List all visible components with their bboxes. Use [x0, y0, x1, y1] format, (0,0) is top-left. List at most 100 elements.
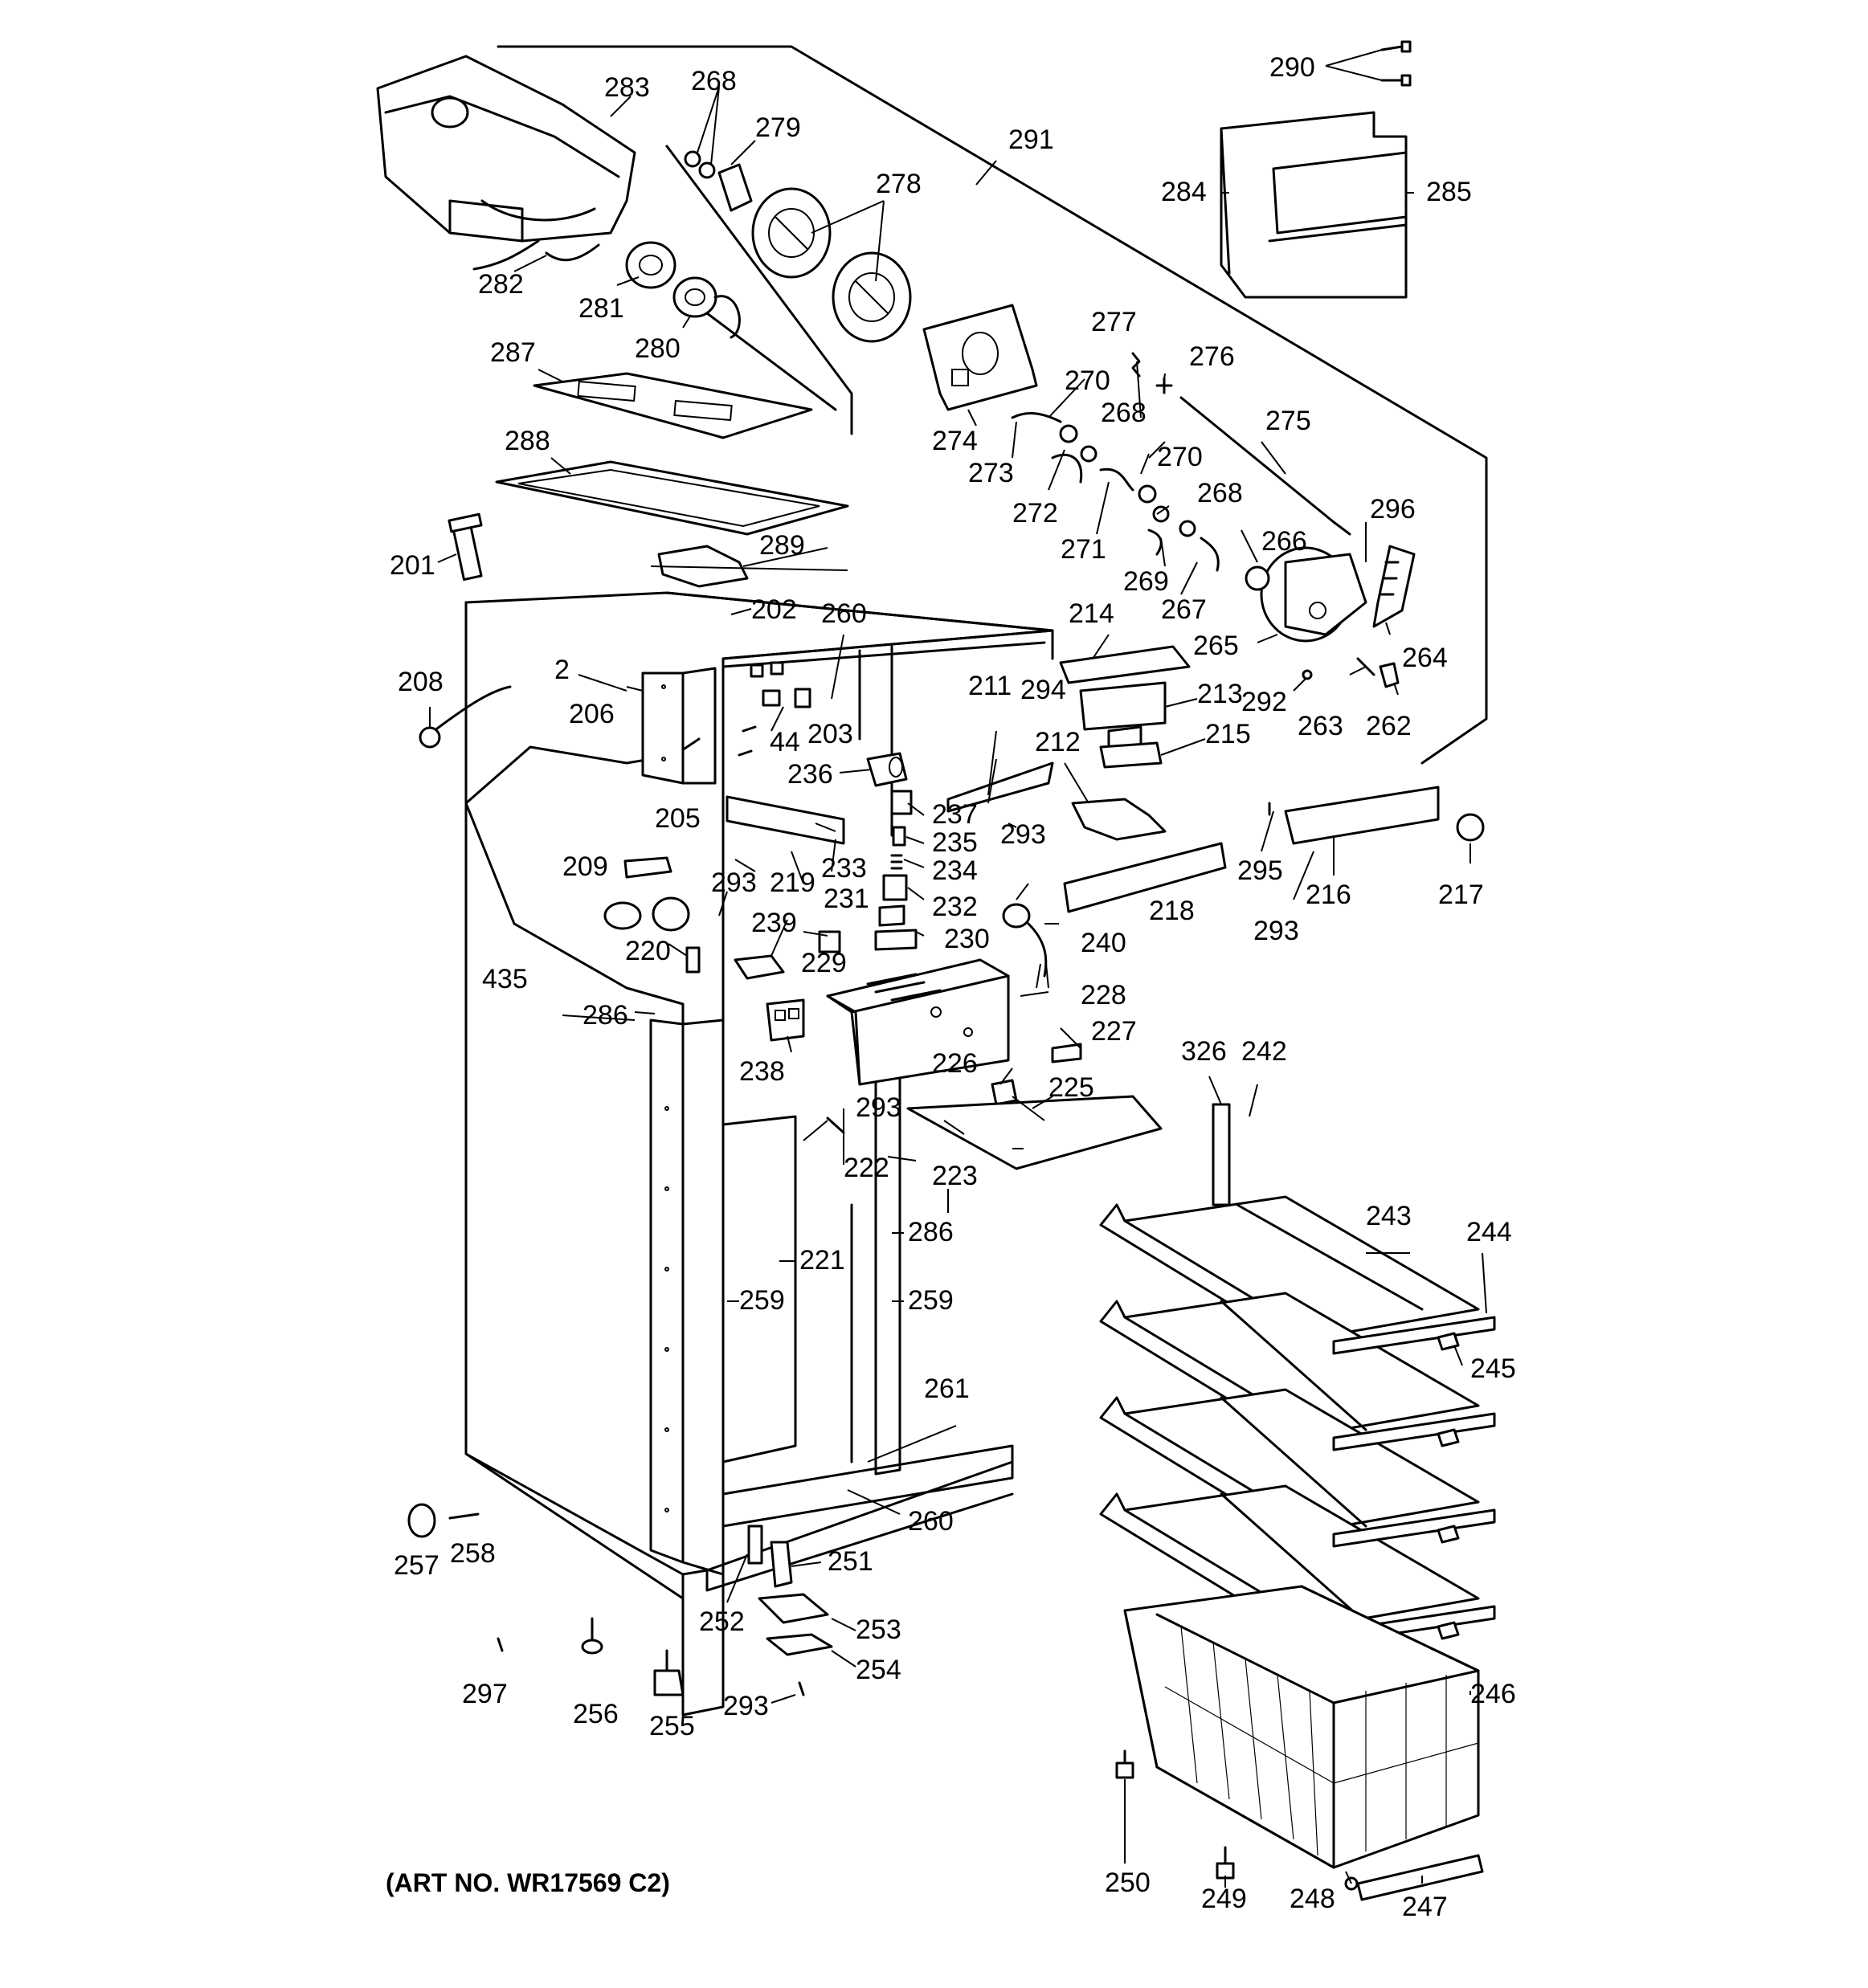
linkage-parts: [1011, 412, 1220, 572]
part-label-233: 233: [821, 853, 867, 884]
auger-motor: [1245, 546, 1367, 643]
part-label-259: 259: [739, 1285, 785, 1316]
part-label-208: 208: [398, 667, 443, 697]
clips-44: [738, 688, 811, 757]
part-label-239: 239: [751, 908, 797, 938]
part-label-264: 264: [1402, 643, 1448, 673]
part-label-223: 223: [932, 1161, 978, 1191]
part-label-267: 267: [1161, 594, 1207, 625]
motor-plate: [922, 304, 1038, 411]
bail-wire: [545, 243, 600, 262]
part-label-225: 225: [1048, 1072, 1094, 1103]
part-label-260: 260: [908, 1506, 954, 1537]
part-label-289: 289: [759, 530, 805, 561]
part-label-215: 215: [1205, 719, 1251, 749]
part-label-229: 229: [801, 948, 847, 978]
part-label-283: 283: [604, 72, 650, 103]
part-label-279: 279: [755, 112, 801, 143]
screw-201: [448, 512, 483, 582]
trim-parts: [1063, 786, 1485, 913]
part-label-275: 275: [1265, 406, 1311, 436]
part-label-266: 266: [1261, 526, 1307, 557]
leader-lines: [429, 49, 1487, 1888]
screws-290: [1380, 40, 1412, 87]
wire-208: [419, 685, 512, 749]
part-label-230: 230: [944, 924, 990, 954]
part-label-262: 262: [1366, 711, 1412, 741]
part-label-237: 237: [932, 799, 978, 830]
bracket-205: [726, 795, 845, 845]
bottom-parts: [407, 1503, 833, 1696]
part-label-435: 435: [482, 964, 528, 994]
part-label-211: 211: [968, 671, 1012, 701]
part-label-218: 218: [1149, 896, 1195, 926]
part-label-280: 280: [635, 333, 681, 364]
part-label-243: 243: [1366, 1201, 1412, 1231]
part-label-227: 227: [1091, 1016, 1137, 1047]
part-label-251: 251: [828, 1546, 873, 1577]
part-label-265: 265: [1193, 631, 1239, 661]
wire-harness-240: [1002, 903, 1049, 989]
bracket-264: [1372, 545, 1416, 628]
auger-assembly: [625, 241, 837, 411]
part-label-238: 238: [739, 1056, 785, 1087]
part-label-270: 270: [1065, 365, 1110, 396]
part-label-212: 212: [1035, 727, 1081, 757]
part-label-44: 44: [770, 727, 800, 757]
part-label-270: 270: [1157, 442, 1203, 472]
screws-263: [1302, 657, 1400, 688]
part-label-214: 214: [1069, 598, 1114, 629]
part-label-2: 2: [554, 655, 570, 685]
part-label-286: 286: [582, 1000, 628, 1031]
crusher-housings: [751, 187, 912, 343]
icemaker-outline: [497, 45, 1488, 765]
part-label-293: 293: [711, 867, 757, 898]
part-label-292: 292: [1241, 687, 1287, 717]
basket-parts: [1115, 1749, 1484, 1901]
part-label-294: 294: [1020, 675, 1066, 705]
part-label-282: 282: [478, 269, 524, 300]
part-label-231: 231: [824, 884, 869, 914]
part-label-290: 290: [1269, 52, 1315, 83]
part-label-249: 249: [1201, 1884, 1247, 1914]
part-label-202: 202: [751, 594, 797, 625]
part-label-287: 287: [490, 337, 536, 368]
part-label-254: 254: [856, 1655, 901, 1685]
screw-222: [826, 1116, 845, 1134]
part-label-260: 260: [821, 598, 867, 629]
part-label-217: 217: [1438, 880, 1484, 910]
part-label-276: 276: [1189, 341, 1235, 372]
part-label-226: 226: [932, 1048, 978, 1079]
part-label-242: 242: [1241, 1036, 1287, 1067]
part-label-263: 263: [1298, 711, 1343, 741]
part-label-281: 281: [578, 293, 624, 324]
gasket: [495, 460, 849, 536]
shelves: [1099, 1103, 1496, 1648]
part-label-235: 235: [932, 827, 978, 858]
part-label-293: 293: [1253, 916, 1299, 946]
part-label-293: 293: [1000, 819, 1046, 850]
part-label-205: 205: [655, 803, 701, 834]
part-label-248: 248: [1290, 1884, 1335, 1914]
part-label-234: 234: [932, 855, 978, 886]
part-label-240: 240: [1081, 928, 1126, 958]
light-parts: [603, 856, 690, 932]
part-label-252: 252: [699, 1606, 745, 1637]
part-label-201: 201: [390, 550, 435, 581]
damper-stack: [866, 752, 918, 951]
part-label-232: 232: [932, 892, 978, 922]
ice-bucket: [376, 55, 636, 271]
part-label-258: 258: [450, 1538, 496, 1569]
part-label-216: 216: [1306, 880, 1351, 910]
ice-tray-cover: [533, 372, 813, 439]
part-label-203: 203: [807, 719, 853, 749]
part-label-222: 222: [844, 1153, 889, 1183]
part-label-268: 268: [1197, 478, 1243, 508]
part-label-278: 278: [876, 169, 922, 199]
part-label-293: 293: [723, 1691, 769, 1721]
chute-door: [1220, 111, 1408, 299]
control-parts: [946, 645, 1191, 841]
part-label-228: 228: [1081, 980, 1126, 1010]
part-label-213: 213: [1197, 679, 1243, 709]
